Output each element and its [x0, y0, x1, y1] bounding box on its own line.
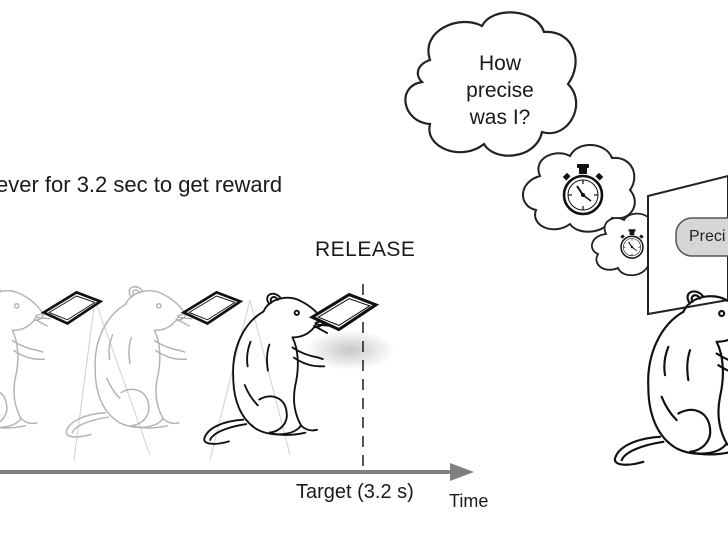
stopwatch-cloud: [522, 144, 636, 233]
precision-button-shape: [675, 217, 728, 257]
thought-line: precise: [466, 79, 534, 102]
thought-text: How precise was I?: [450, 50, 550, 131]
lever-icon: [42, 290, 102, 325]
target-label: Target (3.2 s): [296, 481, 414, 503]
precision-button-label: Preci: [689, 228, 726, 245]
thought-line: How: [478, 52, 521, 75]
rat-icon: [0, 285, 51, 438]
thought-cloud-icon: [404, 11, 578, 157]
thought-line: was I?: [469, 106, 531, 129]
rat-icon: [613, 290, 728, 467]
time-axis: [0, 463, 474, 481]
time-axis-label: Time: [449, 491, 489, 511]
task-instruction: ever for 3.2 sec to get reward: [0, 172, 283, 197]
lever-shadow: [305, 330, 395, 370]
release-label: RELEASE: [315, 238, 416, 261]
arrow-head-icon: [450, 463, 474, 481]
